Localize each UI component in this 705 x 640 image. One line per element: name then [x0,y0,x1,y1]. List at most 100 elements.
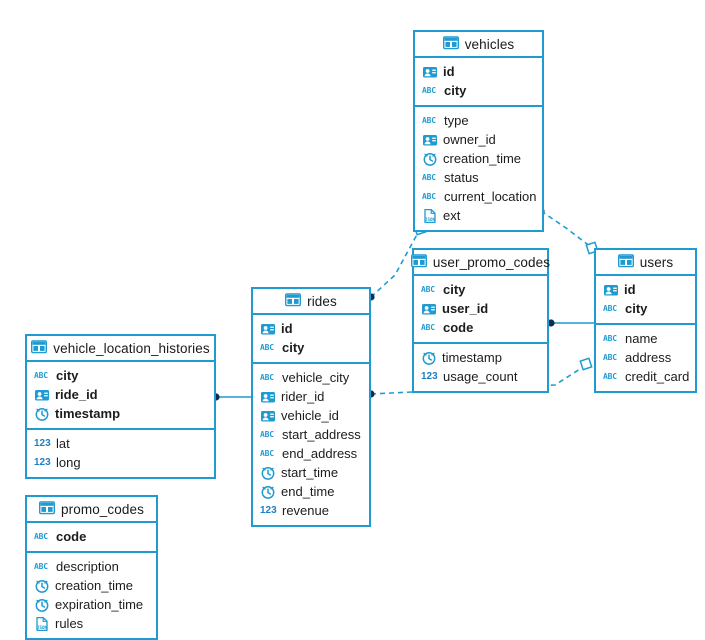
column-row-owner_id[interactable]: owner_id [415,130,542,149]
abc-type-icon: ABC [260,372,274,382]
abc-type-icon: ABC [422,172,436,182]
table-icon [442,36,459,52]
number-type-icon: 123 [34,438,51,449]
column-row-rules[interactable]: JSON rules [27,614,156,633]
column-name: end_address [282,446,358,461]
column-name: id [281,321,293,336]
column-name: city [444,83,467,98]
abc-type-icon: ABC [422,85,436,95]
column-name: rider_id [281,389,325,404]
column-name: rules [55,616,84,631]
entity-header-users[interactable]: users [596,250,695,276]
entity-header-user_promo_codes[interactable]: user_promo_codes [410,250,551,276]
column-name: id [624,282,636,297]
relationship-vehicle_location_histories-rides[interactable] [212,393,251,401]
column-name: revenue [282,503,329,518]
column-name: creation_time [443,151,522,166]
primary-key-row-id[interactable]: id [253,319,369,338]
column-row-rider_id[interactable]: rider_id [253,387,369,406]
column-name: start_time [281,465,339,480]
column-row-vehicle_id[interactable]: vehicle_id [253,406,369,425]
entity-title: vehicles [464,36,515,52]
primary-key-row-timestamp[interactable]: timestamp [27,404,214,423]
relationship-endpoint-square [579,357,593,371]
abc-type-icon: ABC [260,448,274,458]
clock-icon [260,465,276,481]
column-row-end_address[interactable]: ABC end_address [253,444,369,463]
table-icon [39,501,56,517]
column-row-revenue[interactable]: 123 revenue [253,501,369,520]
entity-header-vehicles[interactable]: vehicles [415,32,542,58]
column-name: expiration_time [55,597,144,612]
column-name: timestamp [442,350,502,365]
abc-type-icon: ABC [260,342,274,352]
abc-type-icon: ABC [603,352,617,362]
table-icon [617,254,634,270]
column-row-creation_time[interactable]: creation_time [27,576,156,595]
id-card-icon [422,64,438,80]
number-type-icon: 123 [260,505,277,516]
abc-type-icon: ABC [603,333,617,343]
column-name: city [282,340,305,355]
column-row-lat[interactable]: 123 lat [27,434,214,453]
column-row-expiration_time[interactable]: expiration_time [27,595,156,614]
column-name: vehicle_city [282,370,350,385]
id-card-icon [260,389,276,405]
primary-key-row-id[interactable]: id [415,62,542,81]
abc-type-icon: ABC [34,370,48,380]
column-name: timestamp [55,406,121,421]
entity-header-promo_codes[interactable]: promo_codes [27,497,156,523]
primary-key-row-city[interactable]: ABC city [415,81,542,100]
column-name: lat [56,436,70,451]
column-row-creation_time[interactable]: creation_time [415,149,542,168]
column-name: city [443,282,466,297]
clock-icon [34,406,50,422]
entity-header-rides[interactable]: rides [253,289,369,315]
primary-key-row-city[interactable]: ABC city [253,338,369,357]
relationship-vehicles-users[interactable] [537,207,599,255]
column-name: description [56,559,119,574]
primary-key-row-id[interactable]: id [596,280,695,299]
column-row-vehicle_city[interactable]: ABC vehicle_city [253,368,369,387]
primary-key-row-user_id[interactable]: user_id [414,299,547,318]
column-row-start_time[interactable]: start_time [253,463,369,482]
id-card-icon [603,282,619,298]
clock-icon [260,484,276,500]
number-type-icon: 123 [421,371,438,382]
primary-key-row-ride_id[interactable]: ride_id [27,385,214,404]
column-row-timestamp[interactable]: timestamp [414,348,547,367]
json-document-icon: JSON [34,616,50,632]
entity-header-vehicle_location_histories[interactable]: vehicle_location_histories [27,336,214,362]
entity-title: user_promo_codes [432,254,551,270]
column-name: end_time [281,484,335,499]
relationship-user_promo_codes-users[interactable] [547,319,594,327]
column-row-end_time[interactable]: end_time [253,482,369,501]
